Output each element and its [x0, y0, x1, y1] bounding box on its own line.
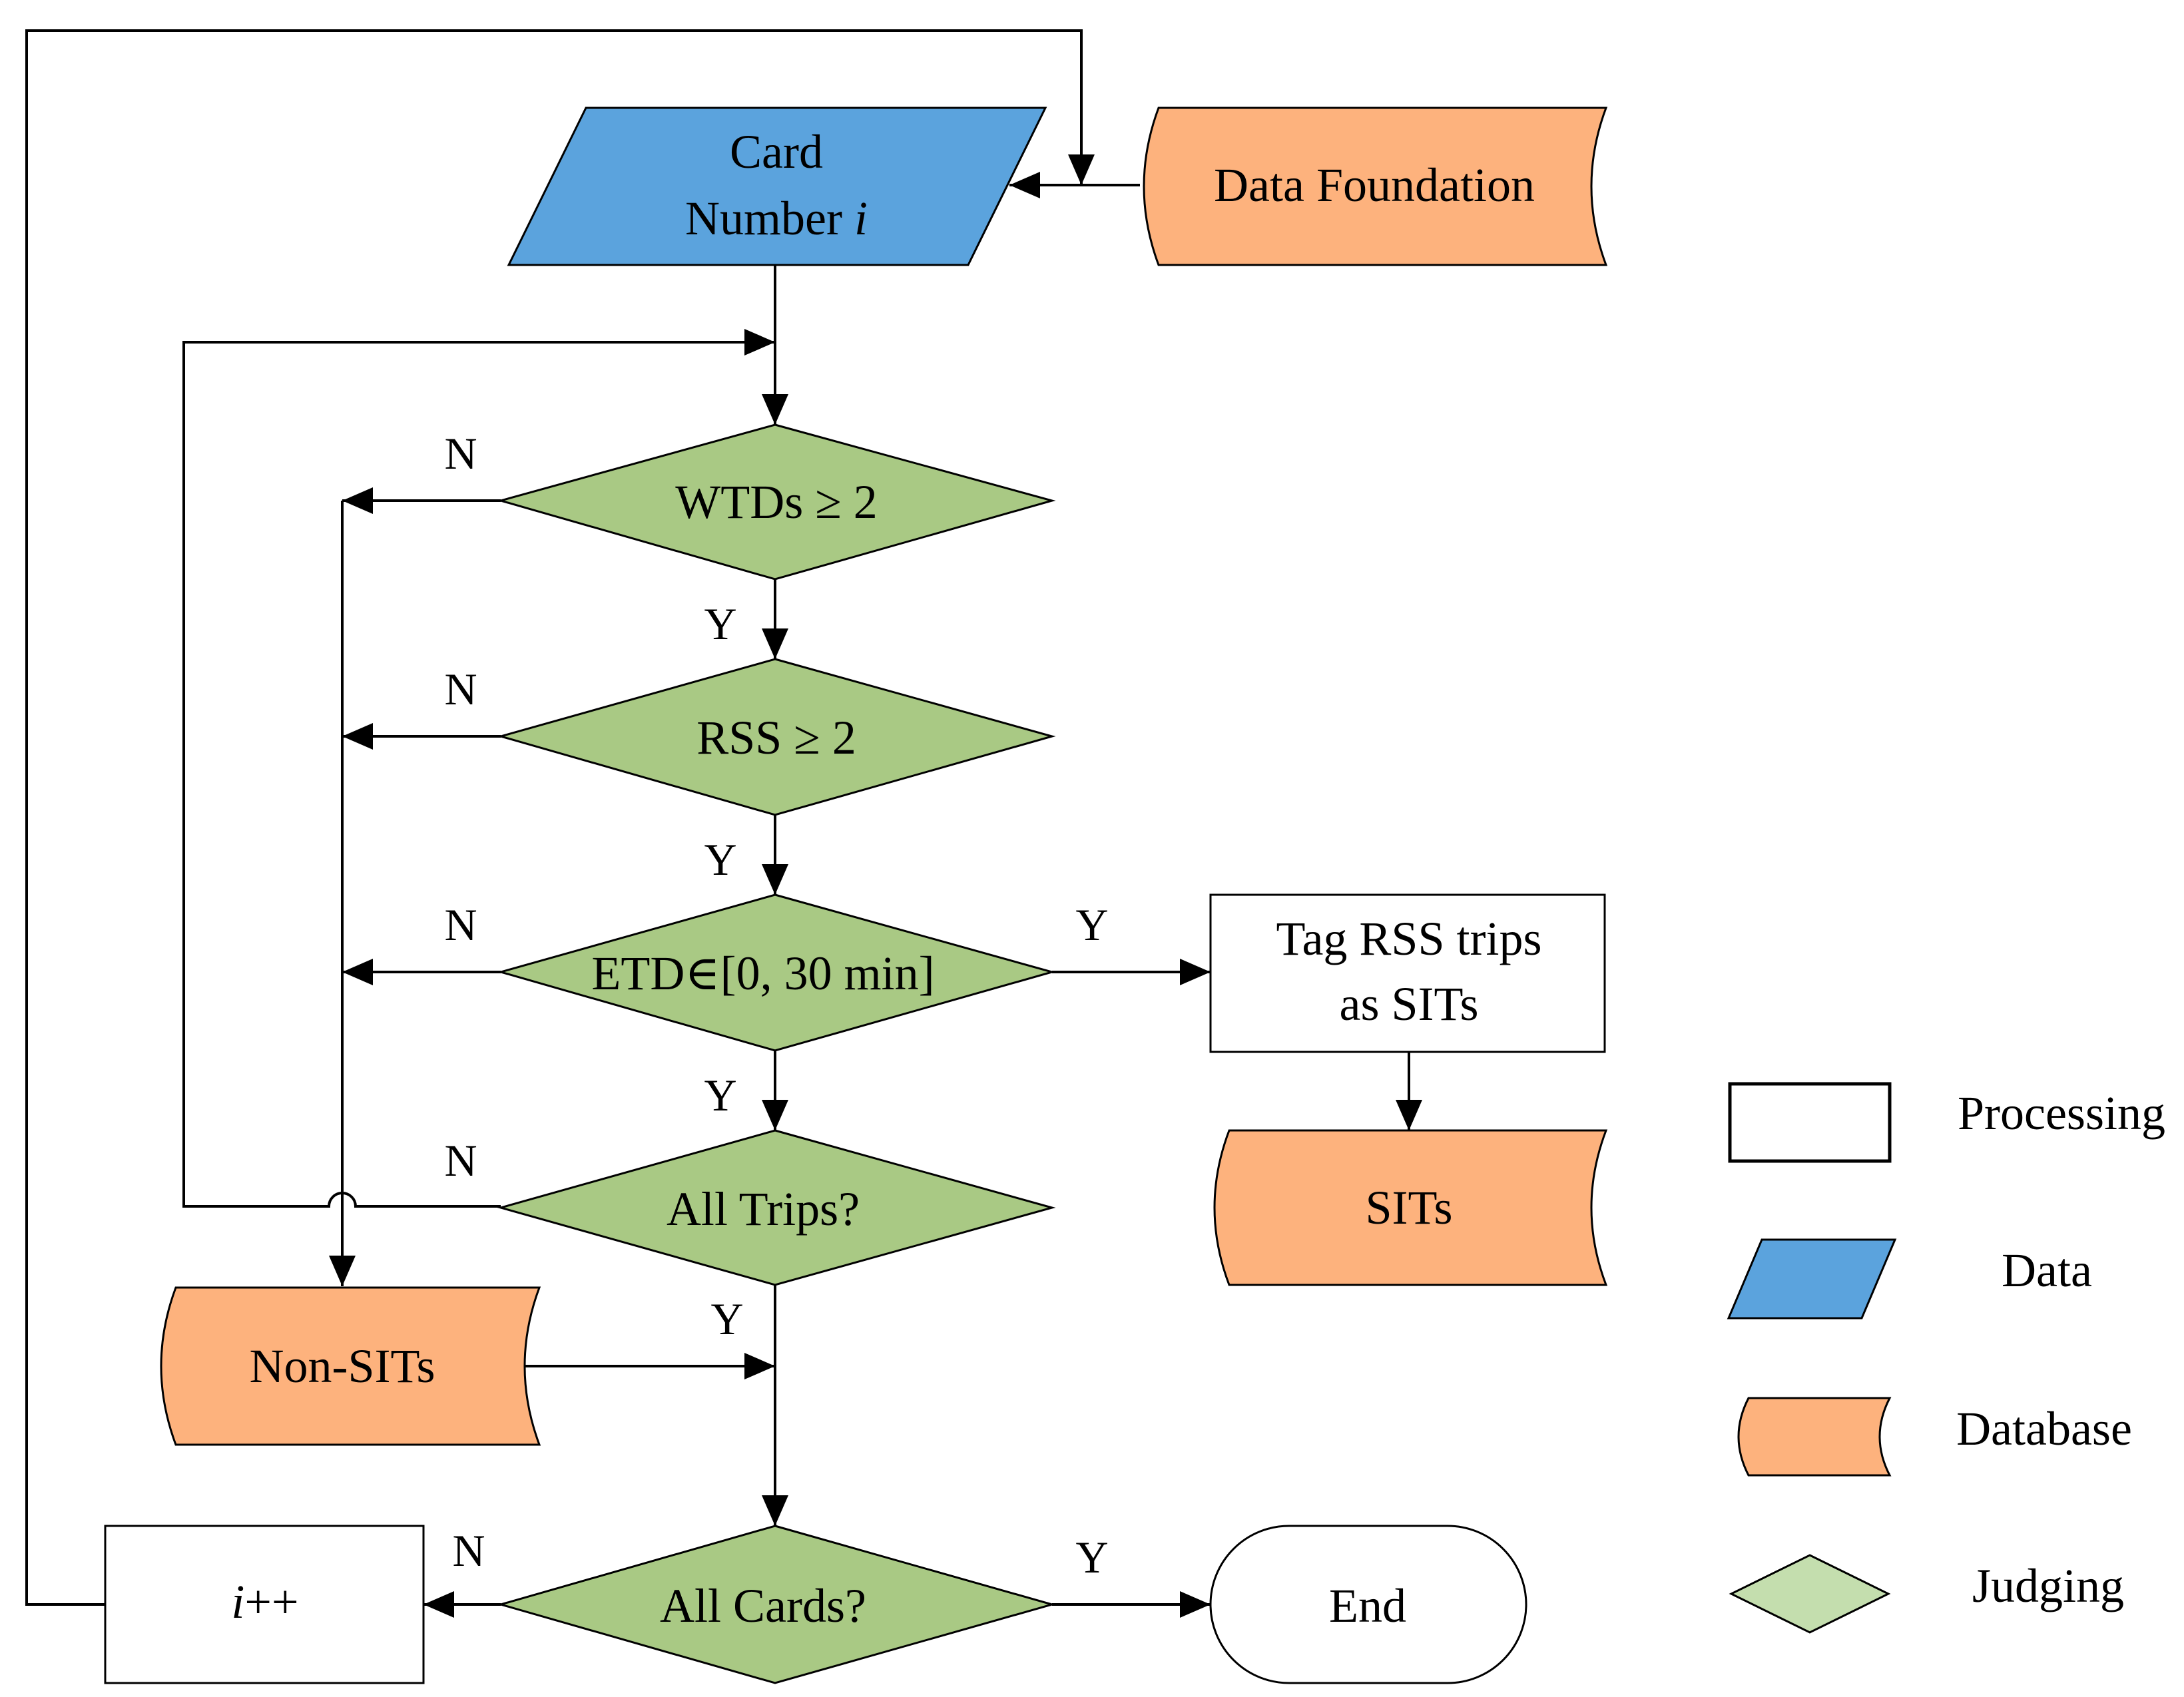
etd-no-label: N	[444, 899, 477, 950]
legend-database: Database	[1737, 1397, 2132, 1477]
tag-rss-label-line1: Tag RSS trips	[1276, 912, 1541, 965]
legend: Processing Data Database Judging	[1727, 1082, 2165, 1634]
loop-line-trips	[182, 329, 775, 1208]
non-sits-node: Non-SITs	[160, 1286, 541, 1446]
data-foundation-label: Data Foundation	[1214, 158, 1535, 212]
cards-yes-label: Y	[1075, 1532, 1108, 1582]
card-number-label-line2: Number i	[685, 192, 868, 245]
card-number-node: Card Number i	[507, 107, 1047, 266]
loop-line-outer	[25, 29, 1095, 1606]
tag-rss-node: Tag RSS trips as SITs	[1209, 893, 1606, 1053]
rss-yes-label: Y	[704, 834, 736, 885]
wtds-decision: WTDs ≥ 2	[497, 423, 1056, 581]
increment-node: i++	[104, 1525, 425, 1684]
data-foundation-node: Data Foundation	[1143, 107, 1608, 266]
end-node: End	[1209, 1525, 1527, 1684]
legend-processing-swatch	[1728, 1082, 1892, 1163]
increment-label: i++	[231, 1575, 298, 1628]
legend-database-label: Database	[1956, 1402, 2132, 1455]
all-trips-decision: All Trips?	[497, 1129, 1056, 1286]
legend-judging-swatch	[1729, 1554, 1891, 1634]
non-sits-label: Non-SITs	[250, 1339, 435, 1393]
etd-label: ETD∈[0, 30 min]	[591, 947, 934, 1000]
rss-no-label: N	[444, 664, 477, 714]
all-cards-decision: All Cards?	[497, 1525, 1056, 1684]
all-cards-label: All Cards?	[660, 1579, 866, 1632]
legend-database-swatch	[1737, 1397, 1892, 1477]
cards-no-label: N	[452, 1525, 485, 1576]
sits-node: SITs	[1213, 1129, 1608, 1286]
branch-labels: N Y N Y N Y Y N Y N Y	[444, 428, 1108, 1582]
end-label: End	[1329, 1579, 1406, 1632]
legend-judging-label: Judging	[1972, 1559, 2124, 1612]
rss-decision: RSS ≥ 2	[497, 658, 1056, 816]
wtds-yes-label: Y	[704, 599, 736, 649]
trips-yes-label: Y	[710, 1294, 743, 1344]
connectors	[25, 29, 1422, 1618]
etd-yes-right-label: Y	[1075, 899, 1108, 950]
legend-data: Data	[1727, 1238, 2092, 1320]
legend-processing: Processing	[1728, 1082, 2165, 1163]
sits-label: SITs	[1366, 1181, 1453, 1234]
tag-rss-label-line2: as SITs	[1340, 977, 1479, 1031]
trips-no-label: N	[444, 1135, 477, 1186]
etd-decision: ETD∈[0, 30 min]	[497, 893, 1056, 1052]
etd-yes-down-label: Y	[704, 1070, 736, 1120]
wtds-no-label: N	[444, 428, 477, 479]
rss-label: RSS ≥ 2	[696, 711, 856, 764]
legend-data-swatch	[1727, 1238, 1897, 1320]
legend-processing-label: Processing	[1958, 1087, 2165, 1140]
wtds-label: WTDs ≥ 2	[675, 475, 877, 529]
all-trips-label: All Trips?	[667, 1182, 860, 1236]
legend-judging: Judging	[1729, 1554, 2124, 1634]
legend-data-label: Data	[2002, 1244, 2092, 1297]
card-number-label-line1: Card	[730, 125, 823, 178]
